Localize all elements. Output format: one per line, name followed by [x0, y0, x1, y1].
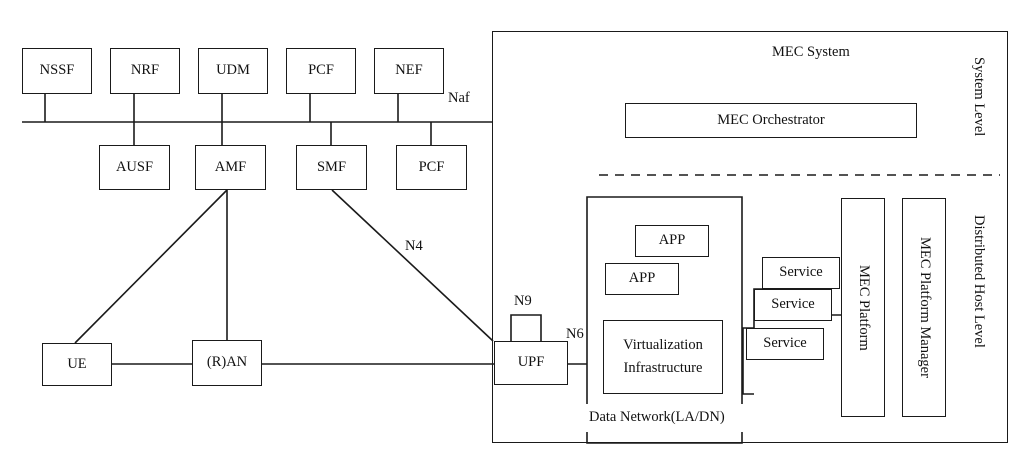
node-mec-orchestrator[interactable]: MEC Orchestrator	[625, 103, 917, 138]
node-upf[interactable]: UPF	[494, 341, 568, 385]
virtualization-line-2: Infrastructure	[623, 359, 703, 376]
node-service-2-label: Service	[771, 296, 815, 313]
link-smf-upf-n4	[331, 189, 494, 342]
node-mec-platform-label: MEC Platform	[855, 264, 872, 351]
node-app-upper[interactable]: APP	[635, 225, 709, 257]
data-network-label: Data Network(LA/DN)	[589, 409, 725, 425]
node-app-lower-label: APP	[628, 270, 656, 287]
node-nrf[interactable]: NRF	[110, 48, 180, 94]
node-app-lower[interactable]: APP	[605, 263, 679, 295]
node-service-3[interactable]: Service	[746, 328, 824, 360]
node-virtualization-infrastructure[interactable]: Virtualization Infrastructure	[603, 320, 723, 394]
node-nef[interactable]: NEF	[374, 48, 444, 94]
data-network-bottom-bracket	[586, 432, 743, 444]
node-ue[interactable]: UE	[42, 343, 112, 386]
node-nrf-label: NRF	[130, 62, 160, 79]
node-service-1[interactable]: Service	[762, 257, 840, 289]
mec-system-title: MEC System	[772, 44, 850, 60]
node-udm[interactable]: UDM	[198, 48, 268, 94]
naf-bus-label: Naf	[448, 90, 470, 106]
node-ausf-label: AUSF	[115, 158, 154, 175]
node-pcf-top[interactable]: PCF	[286, 48, 356, 94]
node-ausf[interactable]: AUSF	[99, 145, 170, 190]
n6-interface-label: N6	[566, 326, 584, 342]
mec-system-boundary	[492, 31, 1008, 443]
node-nssf[interactable]: NSSF	[22, 48, 92, 94]
node-virtualization-infrastructure-label: Virtualization Infrastructure	[623, 333, 703, 381]
node-smf[interactable]: SMF	[296, 145, 367, 190]
node-mec-platform-manager[interactable]: MEC Platform Manager	[902, 198, 946, 417]
node-smf-label: SMF	[316, 158, 347, 175]
system-level-label: System Level	[971, 57, 987, 137]
node-nssf-label: NSSF	[39, 62, 75, 79]
node-mec-platform[interactable]: MEC Platform	[841, 198, 885, 417]
virtualization-line-1: Virtualization	[623, 336, 703, 353]
node-pcf-bottom-label: PCF	[418, 158, 445, 175]
node-nef-label: NEF	[395, 62, 423, 79]
node-amf[interactable]: AMF	[195, 145, 266, 190]
node-amf-label: AMF	[214, 158, 247, 175]
node-ran[interactable]: (R)AN	[192, 340, 262, 386]
node-app-upper-label: APP	[658, 232, 686, 249]
n4-interface-label: N4	[405, 238, 423, 254]
link-amf-ue	[74, 189, 228, 344]
node-ran-label: (R)AN	[206, 354, 248, 371]
node-mec-orchestrator-label: MEC Orchestrator	[717, 111, 825, 128]
n9-loop	[510, 314, 542, 341]
node-pcf-bottom[interactable]: PCF	[396, 145, 467, 190]
node-pcf-top-label: PCF	[308, 62, 334, 79]
node-mec-platform-manager-label: MEC Platform Manager	[916, 237, 933, 378]
node-ue-label: UE	[67, 355, 87, 372]
node-service-2[interactable]: Service	[754, 289, 832, 321]
distributed-host-level-label: Distributed Host Level	[971, 215, 987, 348]
data-network-container-top	[586, 196, 743, 404]
node-udm-label: UDM	[216, 62, 250, 79]
node-service-3-label: Service	[763, 335, 807, 352]
n9-interface-label: N9	[514, 293, 532, 309]
node-upf-label: UPF	[517, 354, 545, 371]
node-service-1-label: Service	[779, 264, 823, 281]
